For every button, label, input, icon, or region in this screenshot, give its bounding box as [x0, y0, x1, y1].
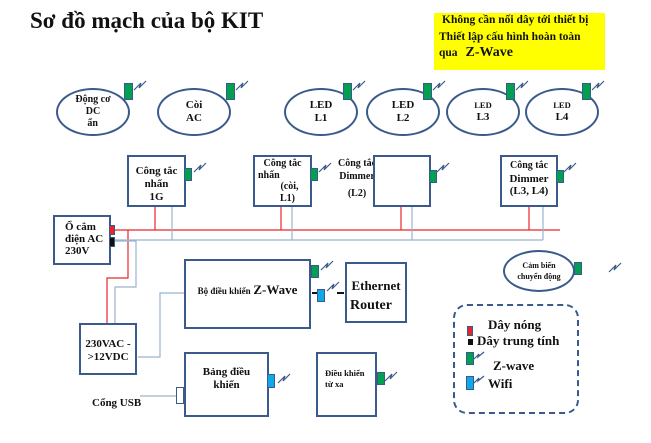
- note-zwave: Z-Wave: [465, 45, 513, 60]
- zwave-module-icon: [226, 83, 235, 100]
- label: (L2): [347, 188, 367, 199]
- wifi-swatch-icon: [466, 376, 474, 390]
- label: (L3, L4): [509, 185, 549, 197]
- note-line-1: Không cần nối dây tới thiết bị: [442, 14, 589, 26]
- label: từ xa: [325, 379, 344, 389]
- hot-wire-swatch-icon: [467, 326, 473, 336]
- neutral-terminal-icon: [109, 237, 115, 247]
- label: AC: [186, 112, 202, 124]
- label: LED: [391, 99, 415, 111]
- legend: Dây nóng Dây trung tính Z-wave Wifi: [453, 304, 579, 414]
- label: Công tắc: [263, 158, 302, 169]
- motion-sensor-device: Cảm biến chuyển động: [503, 250, 575, 292]
- zwave-module-icon: [506, 83, 515, 100]
- label: >12VDC: [87, 351, 129, 363]
- wifi-module-icon: [317, 289, 325, 302]
- label: L1): [280, 192, 295, 204]
- note-line-3-prefix: qua: [439, 47, 458, 59]
- neutral-wire: [114, 207, 544, 397]
- zwave-module-icon: [556, 170, 564, 183]
- info-note: Không cần nối dây tới thiết bị Thiết lập…: [434, 13, 605, 70]
- label: L4: [555, 111, 569, 123]
- label: DC: [85, 106, 101, 117]
- label: Dimmer: [509, 172, 549, 185]
- label: ẩn: [87, 118, 98, 129]
- label: Còi: [185, 99, 203, 111]
- signal-icon: [473, 375, 485, 384]
- label: LED: [309, 99, 333, 111]
- zwave-module-icon: [311, 265, 319, 278]
- label: Ethernet: [351, 278, 401, 293]
- zwave-swatch-icon: [466, 352, 474, 365]
- label: Công tắc: [337, 158, 377, 169]
- controller-label: Bộ điều khiển: [197, 286, 251, 296]
- hot-terminal-icon: [109, 225, 115, 235]
- zwave-module-icon: [377, 372, 385, 385]
- label: L3: [476, 111, 490, 123]
- label: Dimmer: [339, 171, 375, 182]
- zwave-module-icon: [310, 168, 318, 181]
- label: Công tắc: [135, 165, 178, 177]
- label: Cảm biến: [522, 261, 556, 270]
- hot-wire: [106, 207, 560, 325]
- label: L1: [314, 112, 328, 124]
- label: Ổ cắm: [65, 221, 96, 233]
- label: khiển: [213, 379, 240, 391]
- label: Công tắc: [509, 160, 549, 171]
- label: Bảng điều: [202, 366, 251, 378]
- note-line-3: qua Z-Wave: [439, 46, 513, 60]
- zwave-module-icon: [429, 170, 437, 183]
- label: Động cơ: [75, 94, 111, 105]
- zwave-module-icon: [343, 83, 352, 100]
- page-title: Sơ đồ mạch của bộ KIT: [30, 8, 264, 33]
- legend-zwave-label: Z-wave: [493, 358, 535, 373]
- signal-glyphs: [133, 80, 622, 384]
- usb-port-icon: [176, 387, 184, 404]
- label: 1G: [149, 191, 164, 203]
- label: L2: [396, 112, 410, 124]
- zwave-module-icon: [582, 83, 591, 100]
- switch-dimmer-l2: [373, 155, 431, 207]
- legend-hot-wire-label: Dây nóng: [488, 317, 542, 332]
- legend-wifi-label: Wifi: [488, 376, 513, 391]
- neutral-wire-swatch-icon: [468, 339, 473, 345]
- label: Router: [350, 298, 392, 313]
- signal-icon: [473, 351, 485, 360]
- legend-neutral-wire-label: Dây trung tính: [477, 333, 560, 348]
- zwave-controller: Bộ điều khiển Z-Wave: [184, 259, 311, 329]
- note-line-2: Thiết lập cấu hình hoàn toàn: [439, 31, 581, 43]
- label: điện AC: [65, 233, 104, 245]
- wifi-module-icon: [267, 374, 275, 388]
- usb-port-label: Cổng USB: [92, 397, 142, 409]
- label: 230VAC -: [85, 338, 131, 350]
- label: (còi,: [280, 181, 299, 192]
- label: LED: [553, 100, 571, 110]
- zwave-module-icon: [184, 168, 192, 181]
- label: chuyển động: [517, 272, 561, 281]
- label: nhấn: [144, 178, 169, 190]
- zwave-module-icon: [574, 262, 582, 275]
- power-converter: 230VAC ->12VDC: [79, 323, 137, 375]
- label: nhấn: [258, 169, 280, 181]
- label: Điều khiển: [325, 368, 365, 378]
- controller-zwave: Z-Wave: [253, 282, 298, 297]
- label: 230V: [65, 245, 90, 257]
- zwave-module-icon: [423, 83, 432, 100]
- label: LED: [474, 100, 492, 110]
- zwave-module-icon: [124, 83, 133, 100]
